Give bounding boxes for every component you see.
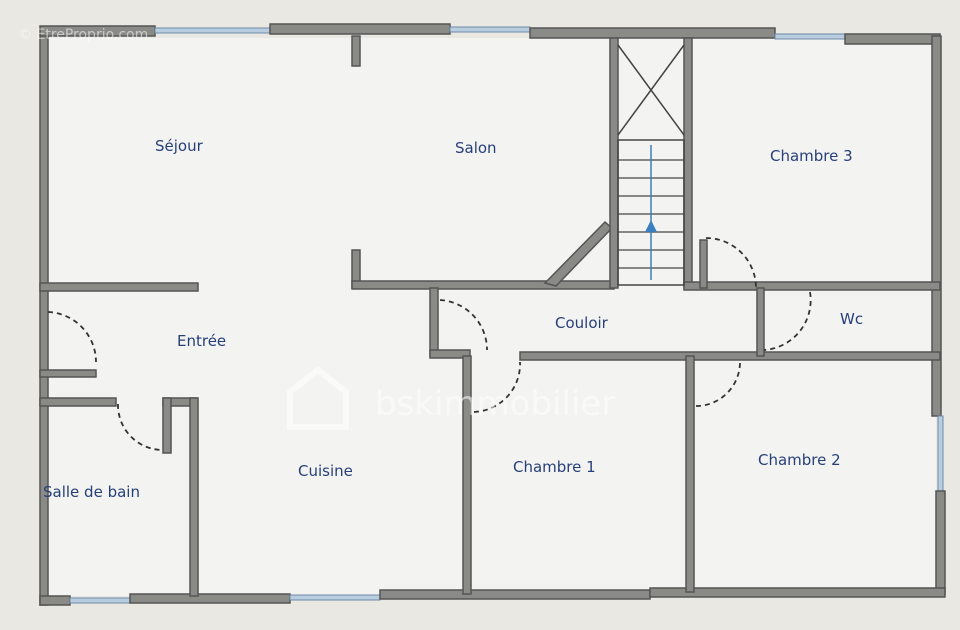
watermarks: © EtreProprio.com bskimmobilier <box>18 27 615 430</box>
label-chambre-2: Chambre 2 <box>758 451 841 469</box>
doors <box>47 237 812 451</box>
label-sejour: Séjour <box>155 137 204 155</box>
watermark-etreproprio: © EtreProprio.com <box>18 27 148 43</box>
stairs <box>617 44 685 286</box>
label-salle-de-bain: Salle de bain <box>43 483 140 501</box>
room-labels: Séjour Salon Chambre 3 Entrée Couloir Wc… <box>43 137 863 501</box>
label-chambre-3: Chambre 3 <box>770 147 853 165</box>
agency-logo-icon <box>287 366 349 430</box>
stair-arrow-icon <box>645 220 657 232</box>
label-wc: Wc <box>840 310 863 328</box>
walls <box>39 23 946 606</box>
watermark-bskimmobilier: bskimmobilier <box>375 384 615 424</box>
label-chambre-1: Chambre 1 <box>513 458 596 476</box>
floor-area <box>48 38 936 596</box>
label-couloir: Couloir <box>555 314 609 332</box>
label-cuisine: Cuisine <box>298 462 353 480</box>
label-salon: Salon <box>455 139 497 157</box>
label-entree: Entrée <box>177 332 226 350</box>
